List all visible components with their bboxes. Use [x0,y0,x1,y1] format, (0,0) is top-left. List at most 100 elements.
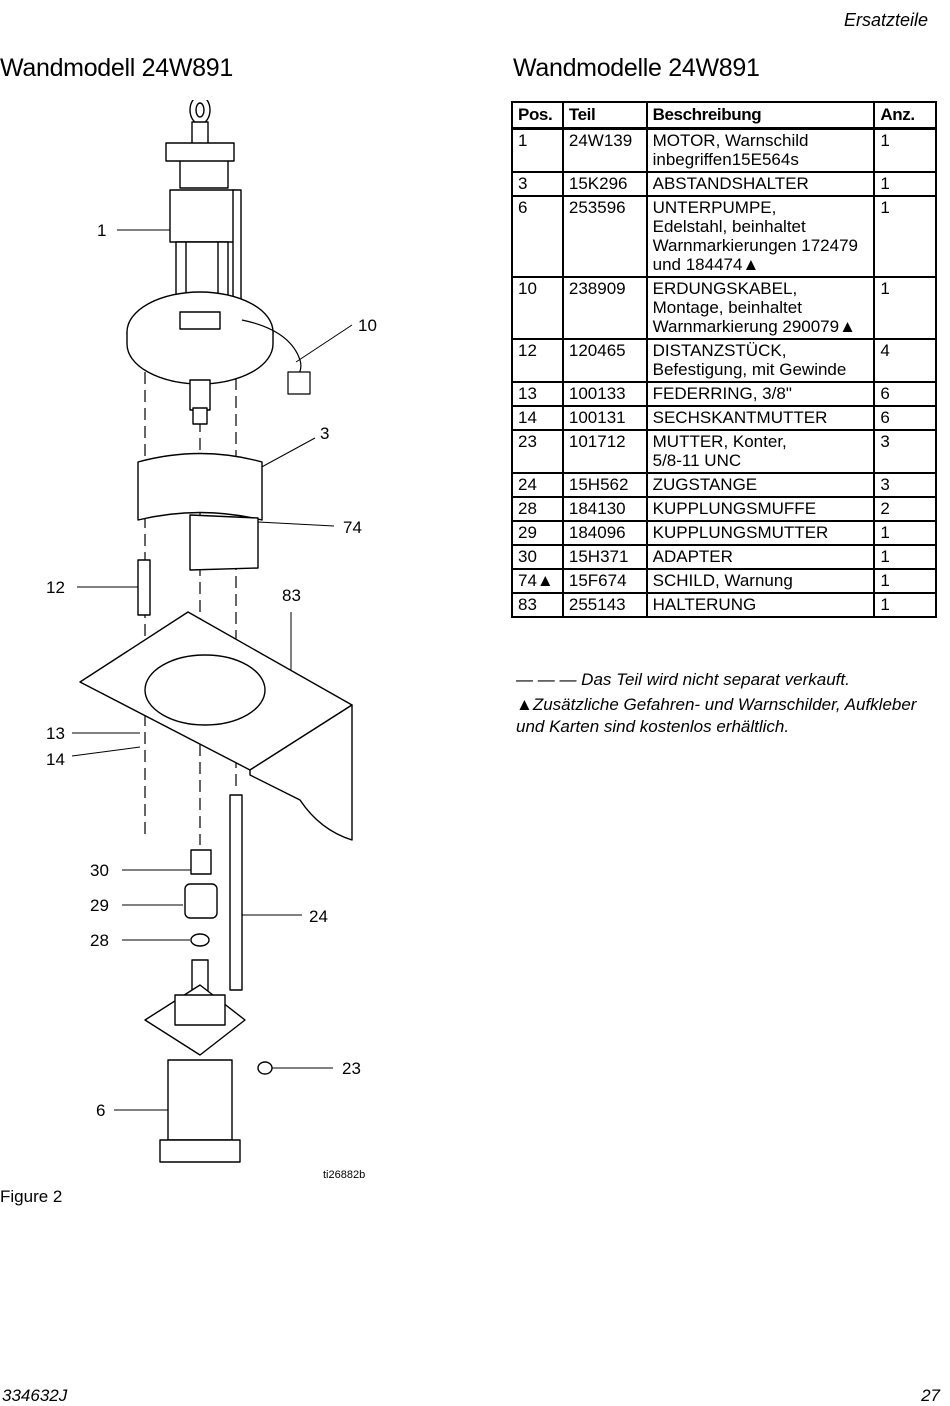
cell-pos: 28 [511,496,564,522]
cell-part-number: 101712 [561,429,648,474]
illustration-id: ti26882b [323,1169,365,1181]
column-header-quantity: Anz. [873,101,937,130]
cell-part-number: 255143 [561,592,648,618]
callout-lines [71,229,353,1111]
cell-description: KUPPLUNGSMUTTER [645,520,876,546]
cell-quantity: 1 [873,592,937,618]
cell-description: ZUGSTANGE [645,472,876,498]
cell-quantity: 1 [873,544,937,570]
callout-13: 13 [46,724,65,743]
motor-drawing [126,100,274,425]
callout-1: 1 [97,221,106,240]
cell-quantity: 1 [873,171,937,197]
cell-pos: 12 [511,338,564,383]
cell-pos: 23 [511,429,564,474]
cell-quantity: 6 [873,405,937,431]
cell-pos: 6 [511,195,564,278]
cell-description: ADAPTER [645,544,876,570]
cell-part-number: 15H371 [561,544,648,570]
column-header-pos: Pos. [511,101,564,130]
cell-quantity: 1 [873,276,937,340]
lower-pump-drawing [144,959,273,1163]
cell-pos: 74▲ [511,568,564,594]
cell-pos: 10 [511,276,564,340]
cell-description: DISTANZSTÜCK, Befestigung, mit Gewinde [645,338,876,383]
mounting-bracket-drawing [79,611,353,841]
cell-quantity: 1 [873,520,937,546]
shield-drawing [137,452,263,571]
callout-83: 83 [282,586,301,605]
page-number: 27 [921,1386,940,1405]
cell-pos: 24 [511,472,564,498]
cell-pos: 30 [511,544,564,570]
cell-part-number: 184130 [561,496,648,522]
cell-part-number: 15H562 [561,472,648,498]
callout-24: 24 [309,907,328,926]
cell-pos: 14 [511,405,564,431]
cell-pos: 13 [511,381,564,407]
column-header-part: Teil [561,101,648,130]
callout-10: 10 [358,316,377,335]
callout-12: 12 [46,578,65,597]
cell-description: ABSTANDSHALTER [645,171,876,197]
cell-quantity: 1 [873,195,937,278]
cell-part-number: 253596 [561,195,648,278]
callout-29: 29 [90,896,109,915]
callout-74: 74 [343,518,362,537]
cell-quantity: 6 [873,381,937,407]
cell-description: SECHSKANTMUTTER [645,405,876,431]
column-header-description: Beschreibung [645,101,876,130]
cell-quantity: 3 [873,429,937,474]
note-not-sold-separately: — — — Das Teil wird nicht separat verkau… [516,670,850,689]
cell-pos: 29 [511,520,564,546]
cell-description: MUTTER, Konter, 5/8-11 UNC [645,429,876,474]
parts-list-title: Wandmodelle 24W891 [513,54,760,82]
coupling-parts-drawing [184,849,218,947]
cell-description: ERDUNGSKABEL, Montage, beinhaltet Warnma… [645,276,876,340]
ground-wire-drawing [241,319,311,395]
cell-quantity: 1 [873,568,937,594]
callout-23: 23 [342,1059,361,1078]
callout-3: 3 [320,424,329,443]
cell-part-number: 100133 [561,381,648,407]
exploded-view-diagram: 1 10 3 74 12 83 13 14 30 29 24 28 23 6 t… [46,100,377,1181]
callout-6: 6 [96,1101,105,1120]
callout-14: 14 [46,750,65,769]
cell-quantity: 1 [873,127,937,173]
cell-description: SCHILD, Warnung [645,568,876,594]
spacer-rod-drawing [137,559,151,616]
figure-caption: Figure 2 [0,1187,63,1206]
cell-part-number: 238909 [561,276,648,340]
cell-part-number: 24W139 [561,127,648,173]
cell-description: UNTERPUMPE, Edelstahl, beinhaltet Warnma… [645,195,876,278]
callout-28: 28 [90,931,109,950]
callout-30: 30 [90,861,109,880]
cell-part-number: 15K296 [561,171,648,197]
cell-pos: 3 [511,171,564,197]
cell-part-number: 184096 [561,520,648,546]
cell-quantity: 3 [873,472,937,498]
cell-part-number: 15F674 [561,568,648,594]
cell-pos: 1 [511,127,564,173]
note-free-labels: ▲Zusätzliche Gefahren- und Warnschilder,… [516,695,917,736]
cell-quantity: 4 [873,338,937,383]
section-label: Ersatzteile [843,10,928,30]
table-header-row: Pos. Teil Beschreibung Anz. [511,101,937,130]
cell-description: HALTERUNG [645,592,876,618]
callout-labels: 1 10 3 74 12 83 13 14 30 29 24 28 23 6 t… [46,221,377,1181]
document-number: 334632J [2,1386,68,1405]
